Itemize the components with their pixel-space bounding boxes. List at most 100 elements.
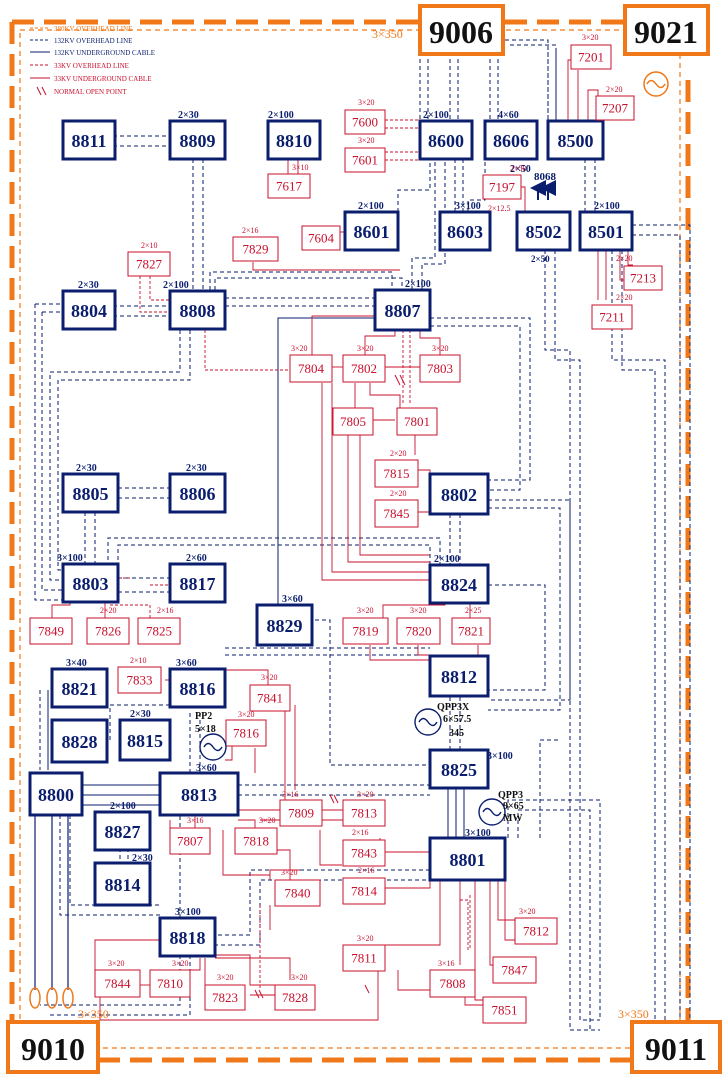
substation-8811[interactable]: 8811 (61, 119, 117, 161)
distribution-label: 7844 (105, 976, 132, 991)
distribution-label: 7207 (602, 101, 629, 116)
legend-label-open-point: NORMAL OPEN POINT (54, 88, 127, 96)
substation-8800[interactable]: 8800 (28, 771, 84, 817)
substation-8828[interactable]: 8828 (50, 718, 109, 764)
substation-rating: 3×100 (487, 751, 513, 762)
substation-label: 8827 (105, 822, 141, 842)
generator-label: QPP3X (437, 702, 470, 713)
distribution-rating: 3×20 (259, 816, 276, 825)
generator-qpp3[interactable]: QPP3 9×65 MW (478, 790, 524, 826)
bulk-station-label: 9006 (429, 14, 493, 50)
distribution-7847[interactable]: 7847 (492, 956, 537, 984)
substation-8500[interactable]: 8500 (546, 119, 605, 161)
distribution-7604[interactable]: 7604 (301, 225, 341, 251)
distribution-rating: 3×16 (187, 816, 204, 825)
substation-label: 8808 (180, 301, 216, 321)
bulk-station-9006[interactable]: 9006 (418, 4, 505, 56)
legend-label-132kv-ohl: 132KV OVERHEAD LINE (54, 37, 132, 45)
distribution-label: 7815 (384, 466, 410, 481)
distribution-7849[interactable]: 7849 (29, 617, 73, 645)
distribution-7805[interactable]: 7805 (332, 407, 374, 436)
generator-qpp3x[interactable]: QPP3X 6×57.5 345 (414, 702, 471, 739)
generator-capacity: 5×18 (195, 724, 216, 735)
bulk-station-9011[interactable]: 9011 (630, 1020, 722, 1074)
distribution-rating: 2×10 (141, 241, 158, 250)
substation-8812[interactable]: 8812 (428, 654, 490, 698)
bulk-station-9010[interactable]: 9010 (6, 1020, 100, 1074)
distribution-7801[interactable]: 7801 (396, 407, 438, 436)
generator-pp2[interactable]: PP2 5×18 (195, 711, 227, 761)
distribution-rating: 2×20 (616, 254, 633, 263)
distribution-rating: 3×20 (357, 606, 374, 615)
distribution-label: 7197 (489, 180, 516, 195)
substation-8802[interactable]: 8802 (428, 472, 490, 516)
bulk-station-9021[interactable]: 9021 (623, 4, 710, 56)
distribution-label: 7821 (458, 624, 484, 639)
distribution-7851[interactable]: 7851 (482, 996, 527, 1024)
